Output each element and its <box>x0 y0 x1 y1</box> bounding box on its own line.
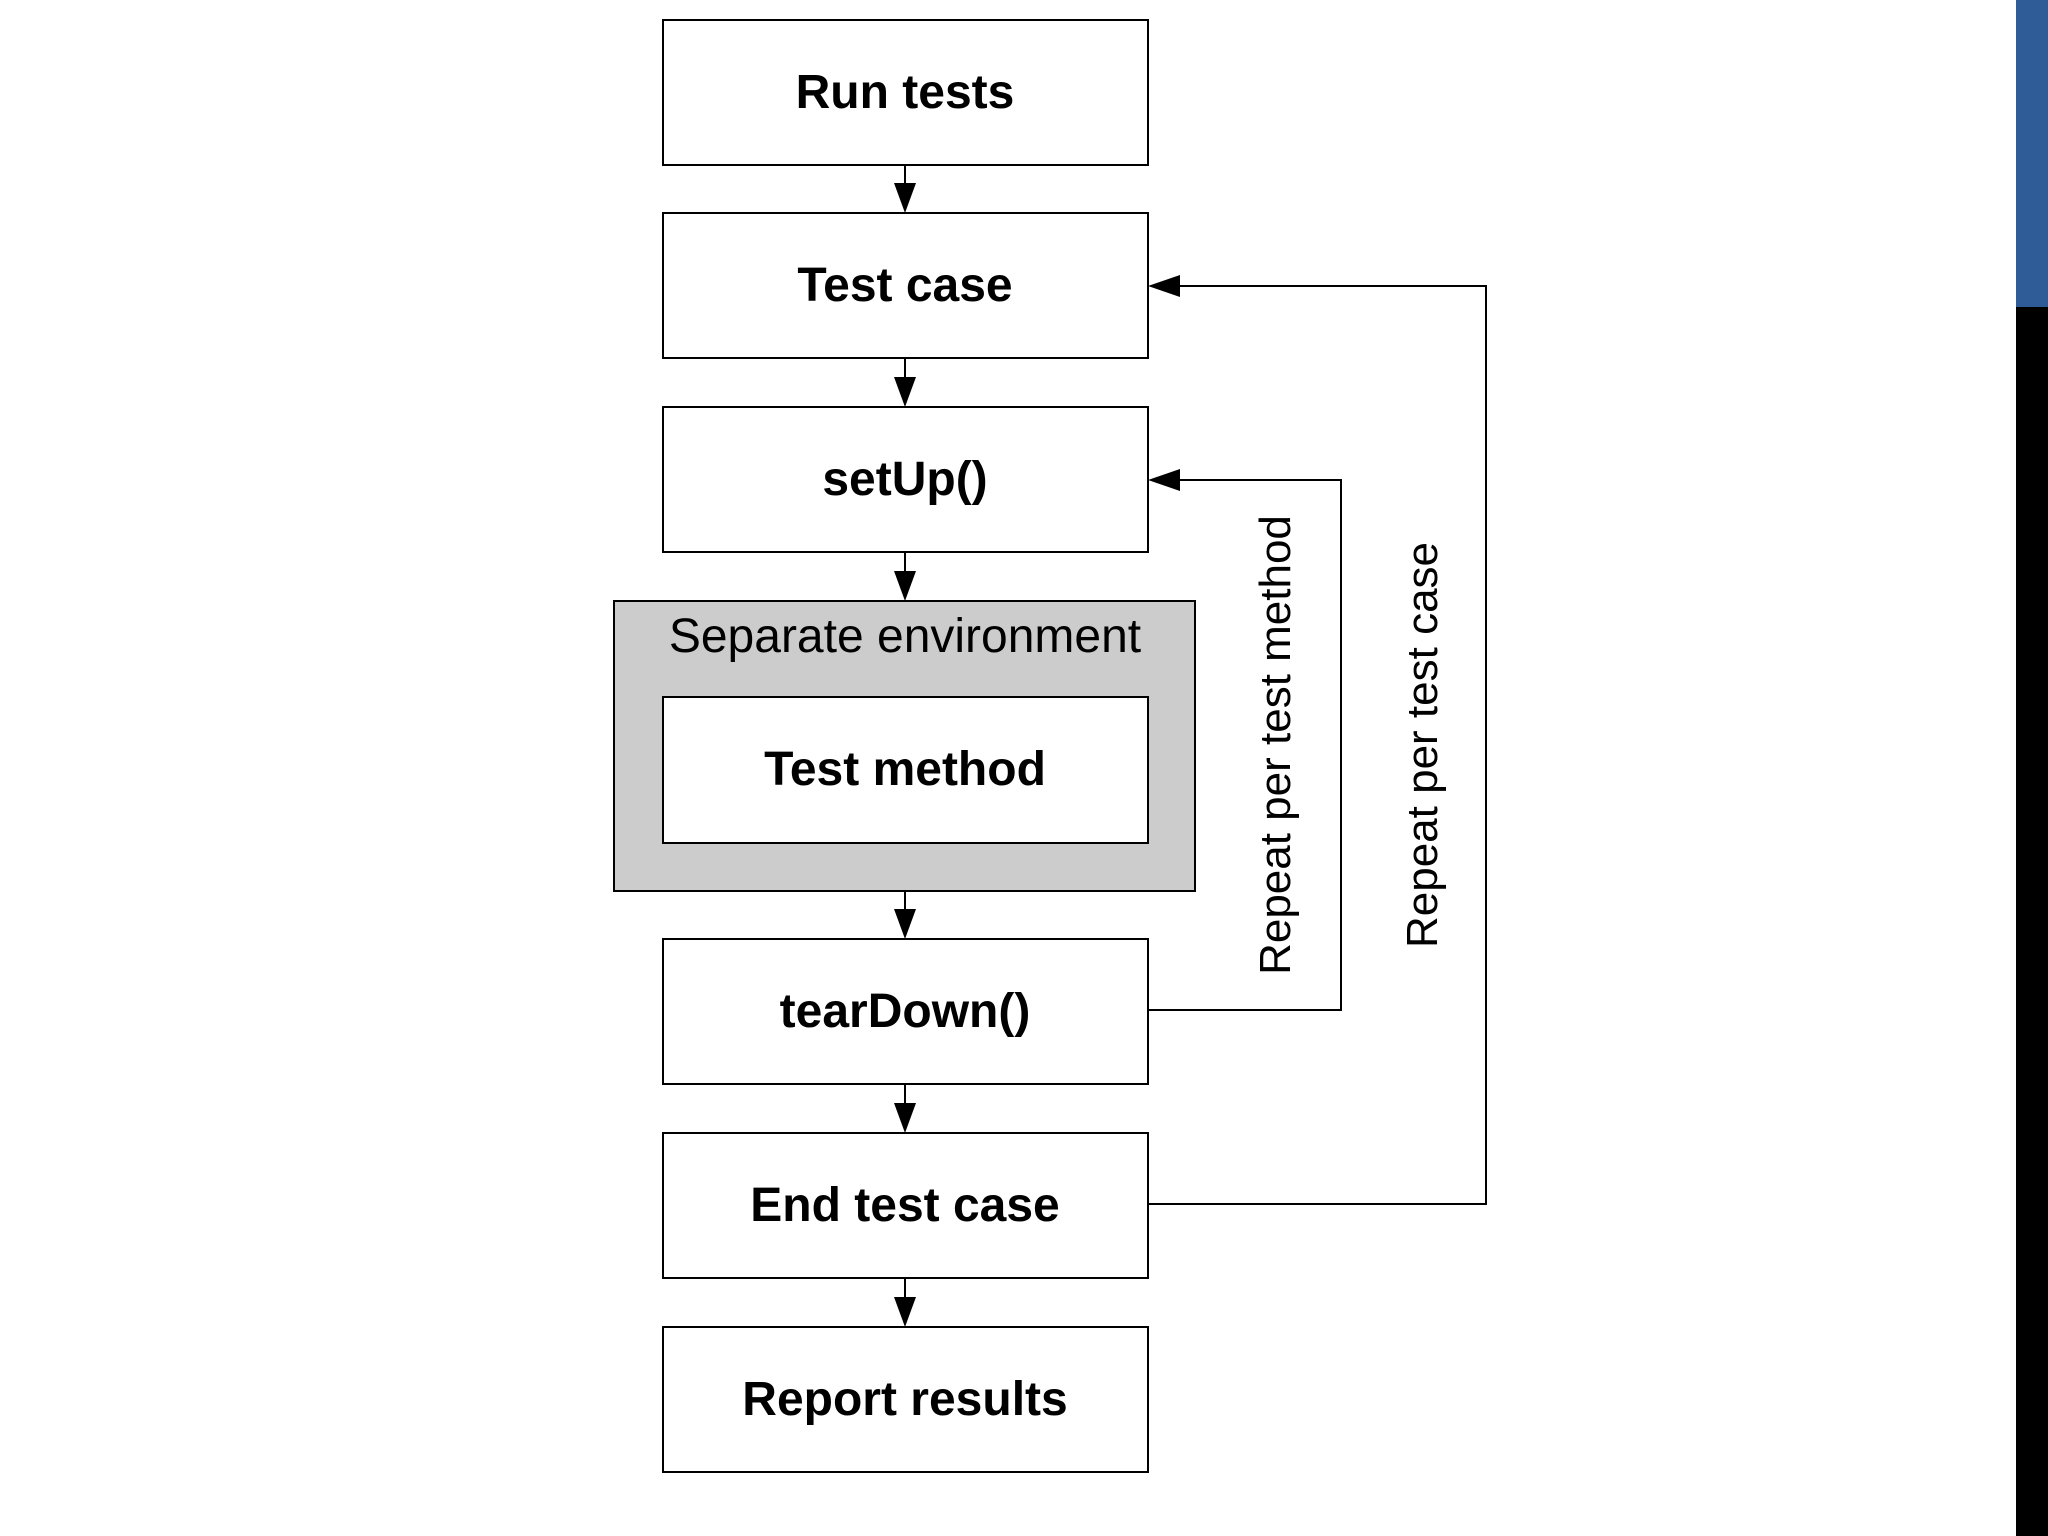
arrowhead-down-icon <box>894 377 916 407</box>
arrowhead-down-icon <box>894 1103 916 1133</box>
box-label-test-case: Test case <box>797 259 1012 312</box>
flow-arrow-environment-to-teardown <box>894 891 916 939</box>
flow-arrow-setup-to-environment <box>894 552 916 601</box>
slide-accent-bar-black <box>2016 307 2048 1536</box>
box-label-run-tests: Run tests <box>796 66 1015 119</box>
box-label-report-results: Report results <box>742 1373 1067 1426</box>
arrowhead-down-icon <box>894 183 916 213</box>
box-run-tests: Run tests <box>662 19 1149 166</box>
flow-arrow-endcase-to-report <box>894 1278 916 1327</box>
box-label-setup: setUp() <box>822 453 987 506</box>
box-test-case: Test case <box>662 212 1149 359</box>
loop-label-per-test-case: Repeat per test case <box>1398 542 1447 948</box>
box-label-test-method: Test method <box>764 743 1046 796</box>
arrowhead-left-icon <box>1148 275 1180 297</box>
box-teardown: tearDown() <box>662 938 1149 1085</box>
flow-arrow-testcase-to-setup <box>894 358 916 407</box>
box-test-method: Test method <box>662 696 1149 844</box>
loop-per-test-method: Repeat per test method <box>1148 469 1342 1011</box>
arrowhead-down-icon <box>894 1297 916 1327</box>
loop-label-per-test-method: Repeat per test method <box>1251 515 1300 975</box>
box-label-teardown: tearDown() <box>780 985 1031 1038</box>
box-label-end-test-case: End test case <box>750 1179 1059 1232</box>
loop-per-test-case: Repeat per test case <box>1148 275 1487 1205</box>
flow-arrow-teardown-to-endcase <box>894 1084 916 1133</box>
arrowhead-down-icon <box>894 909 916 939</box>
arrowhead-left-icon <box>1148 469 1180 491</box>
arrowhead-down-icon <box>894 571 916 601</box>
flow-arrow-run-to-testcase <box>894 165 916 213</box>
slide-accent-bar-blue <box>2016 0 2048 307</box>
box-end-test-case: End test case <box>662 1132 1149 1279</box>
environment-label: Separate environment <box>669 610 1141 663</box>
box-report-results: Report results <box>662 1326 1149 1473</box>
box-setup: setUp() <box>662 406 1149 553</box>
